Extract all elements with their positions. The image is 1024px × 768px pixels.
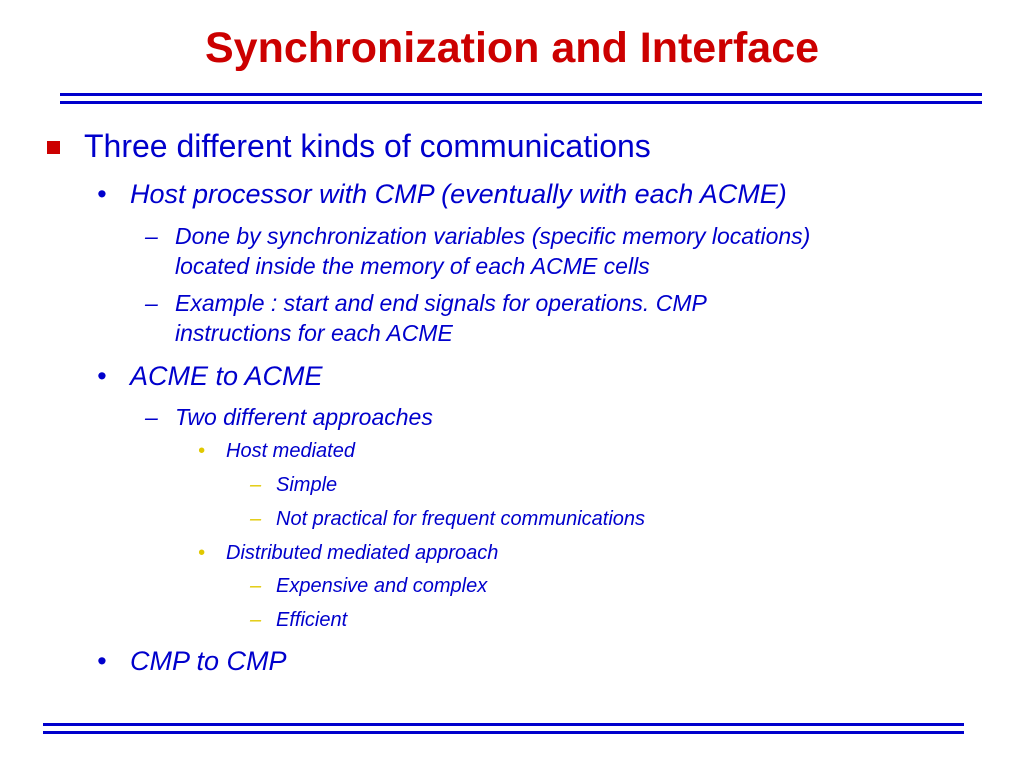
- bullet-two-approaches: Two different approaches: [175, 404, 433, 430]
- footer-rule-lower: [43, 731, 964, 734]
- bullet-example-line2: instructions for each ACME: [175, 320, 453, 346]
- yellow-dash-icon: –: [250, 575, 262, 597]
- bullet-done-by-line2: located inside the memory of each ACME c…: [175, 253, 650, 279]
- yellow-dash-icon: –: [250, 474, 262, 496]
- bullet-example-line1: Example : start and end signals for oper…: [175, 290, 707, 316]
- bullet-not-practical: Not practical for frequent communication…: [276, 508, 646, 530]
- bullet-done-by-line1: Done by synchronization variables (speci…: [175, 223, 811, 249]
- yellow-bullet-icon: •: [198, 542, 206, 564]
- bullet-dot-icon: •: [97, 179, 107, 209]
- bullet-cmp-to-cmp: CMP to CMP: [130, 646, 287, 676]
- yellow-bullet-icon: •: [198, 440, 206, 462]
- bullet-main: Three different kinds of communications: [84, 128, 651, 164]
- bullet-dot-icon: •: [97, 646, 107, 676]
- dash-icon: –: [145, 290, 158, 316]
- bullet-distributed: Distributed mediated approach: [226, 542, 499, 564]
- bullet-host-processor: Host processor with CMP (eventually with…: [130, 179, 787, 209]
- bullet-dot-icon: •: [97, 361, 107, 391]
- slide-title: Synchronization and Interface: [204, 24, 820, 72]
- bullet-host-mediated: Host mediated: [226, 440, 355, 462]
- square-bullet-icon: [47, 141, 60, 154]
- footer-rule-upper: [43, 723, 964, 726]
- bullet-efficient: Efficient: [276, 609, 348, 631]
- dash-icon: –: [145, 404, 158, 430]
- title-rule-lower: [60, 101, 982, 104]
- bullet-expensive: Expensive and complex: [276, 575, 488, 597]
- yellow-dash-icon: –: [250, 609, 262, 631]
- dash-icon: –: [145, 223, 158, 249]
- yellow-dash-icon: –: [250, 508, 262, 530]
- title-rule-upper: [60, 93, 982, 96]
- bullet-acme-to-acme: ACME to ACME: [130, 361, 323, 391]
- bullet-simple: Simple: [276, 474, 338, 496]
